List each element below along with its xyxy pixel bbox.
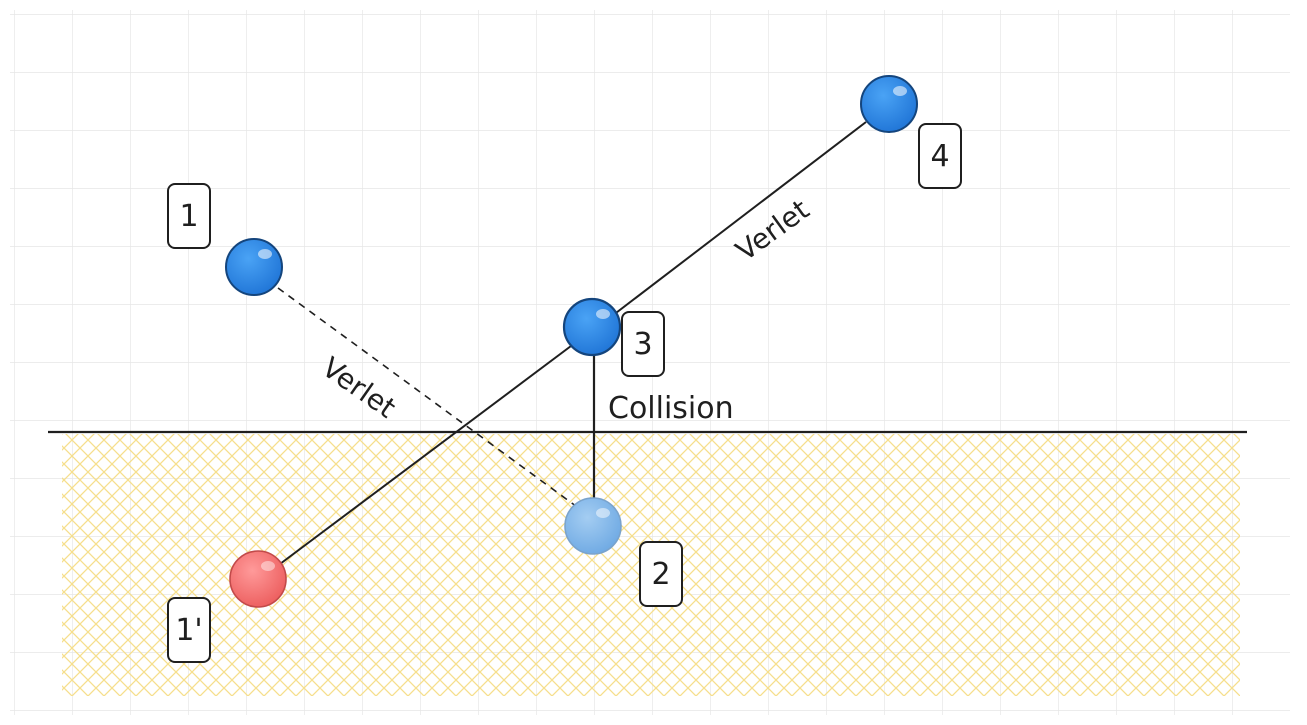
ball-1 bbox=[225, 238, 283, 296]
ball-1-prime bbox=[229, 550, 287, 608]
ball-4 bbox=[860, 75, 918, 133]
label-box-3: 3 bbox=[621, 311, 665, 377]
dashed-verlet-line bbox=[277, 287, 585, 513]
collision-label: Collision bbox=[608, 391, 734, 426]
label-box-1: 1 bbox=[167, 183, 211, 249]
label-box-1-prime: 1' bbox=[167, 597, 211, 663]
solid-line-lower bbox=[279, 342, 576, 565]
ball-3 bbox=[562, 297, 622, 357]
label-box-4: 4 bbox=[918, 123, 962, 189]
label-3: 3 bbox=[633, 327, 652, 362]
label-4: 4 bbox=[930, 139, 949, 174]
label-2: 2 bbox=[651, 557, 670, 592]
label-1-prime: 1' bbox=[175, 613, 202, 648]
label-1: 1 bbox=[179, 199, 198, 234]
label-box-2: 2 bbox=[639, 541, 683, 607]
solid-verlet-line bbox=[611, 121, 867, 317]
ball-2 bbox=[564, 497, 622, 555]
